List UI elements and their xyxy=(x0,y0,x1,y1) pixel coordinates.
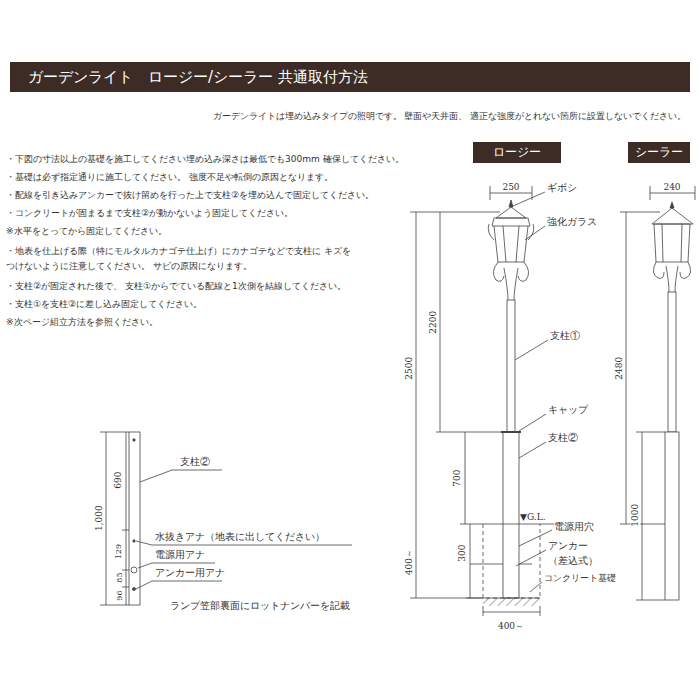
instruction: ・下図の寸法以上の基礎を施工してください埋め込み深さは最低でも300mm 確保し… xyxy=(6,154,404,164)
dimension: 2200 xyxy=(428,311,438,334)
part-name: （差込式） xyxy=(548,555,598,567)
part-name: 支柱② xyxy=(548,432,578,444)
part-name: コンクリート基礎 xyxy=(544,573,616,583)
dimension: 400～ xyxy=(404,549,414,575)
dimension: 85 xyxy=(114,573,123,583)
note: ランプ笠部裏面にロットナンバーを記載 xyxy=(170,600,350,612)
product-tab: シーラー xyxy=(628,142,690,163)
dimension: 300 xyxy=(458,544,468,561)
dimension-center: 240 xyxy=(663,182,680,192)
product-name: シーラー xyxy=(635,144,683,161)
dimension-center: 400～ xyxy=(498,621,524,631)
dimension: 96 xyxy=(114,591,123,601)
part-name: 支柱② xyxy=(180,456,210,468)
part-name: アンカー xyxy=(548,540,588,552)
dimension: 2480 xyxy=(614,357,624,380)
instruction: ※水平をとってから固定してください。 xyxy=(6,226,167,236)
instruction: ・地表を仕上げる際（特にモルタルカナゴテ仕上げ）にカナゴテなどで支柱に キズをつ… xyxy=(6,244,358,275)
part-name: 支柱① xyxy=(550,330,580,342)
title-bar: ガーデンライト ロージー/シーラー 共通取付方法 xyxy=(10,62,690,92)
part-name: 強化ガラス xyxy=(547,216,597,228)
instruction: ・配線を引き込みアンカーで抜け留めを行った上で支柱②を埋め込んで固定してください… xyxy=(6,190,374,200)
instruction: ・基礎は必ず指定通りに施工してください。 強度不足や転倒の原因となります。 xyxy=(6,172,333,182)
instruction: ・支柱②が固定された後で、 支柱①からでている配線と1次側を結線してください。 xyxy=(6,281,346,291)
dimension: 690 xyxy=(114,471,124,488)
dimension: 700 xyxy=(453,469,463,486)
part-name: キャップ xyxy=(548,404,588,416)
dimension: 1000 xyxy=(630,504,640,527)
instruction: ・支柱①を支柱②に差し込み固定してください。 xyxy=(6,299,202,309)
instruction: ※次ページ組立方法を参照ください。 xyxy=(6,317,158,327)
hole-label: 電源用アナ xyxy=(155,549,205,561)
note: ガーデンライトは埋め込みタイプの照明です。 壁面や天井面、 適正な強度がとれない… xyxy=(213,112,686,122)
dimension: 1,000 xyxy=(94,505,104,531)
dimension-center: 250 xyxy=(502,182,519,192)
hole-label: アンカー用アナ xyxy=(155,567,225,579)
dimension: 129 xyxy=(114,544,123,559)
product-name: ロージー xyxy=(493,144,541,161)
hole-label: 水抜きアナ（地表に出してください） xyxy=(155,531,325,543)
ground-level: ▼G.L. xyxy=(520,512,546,522)
dimension: 2500 xyxy=(404,357,414,380)
title-text: ガーデンライト ロージー/シーラー 共通取付方法 xyxy=(28,68,368,87)
part-name: 電源用穴 xyxy=(554,521,594,533)
product-tab: ロージー xyxy=(473,142,561,163)
part-name: ギボシ xyxy=(547,182,577,194)
instruction: ・コンクリートが固まるまで支柱②が動かないよう固定してください。 xyxy=(6,208,293,218)
